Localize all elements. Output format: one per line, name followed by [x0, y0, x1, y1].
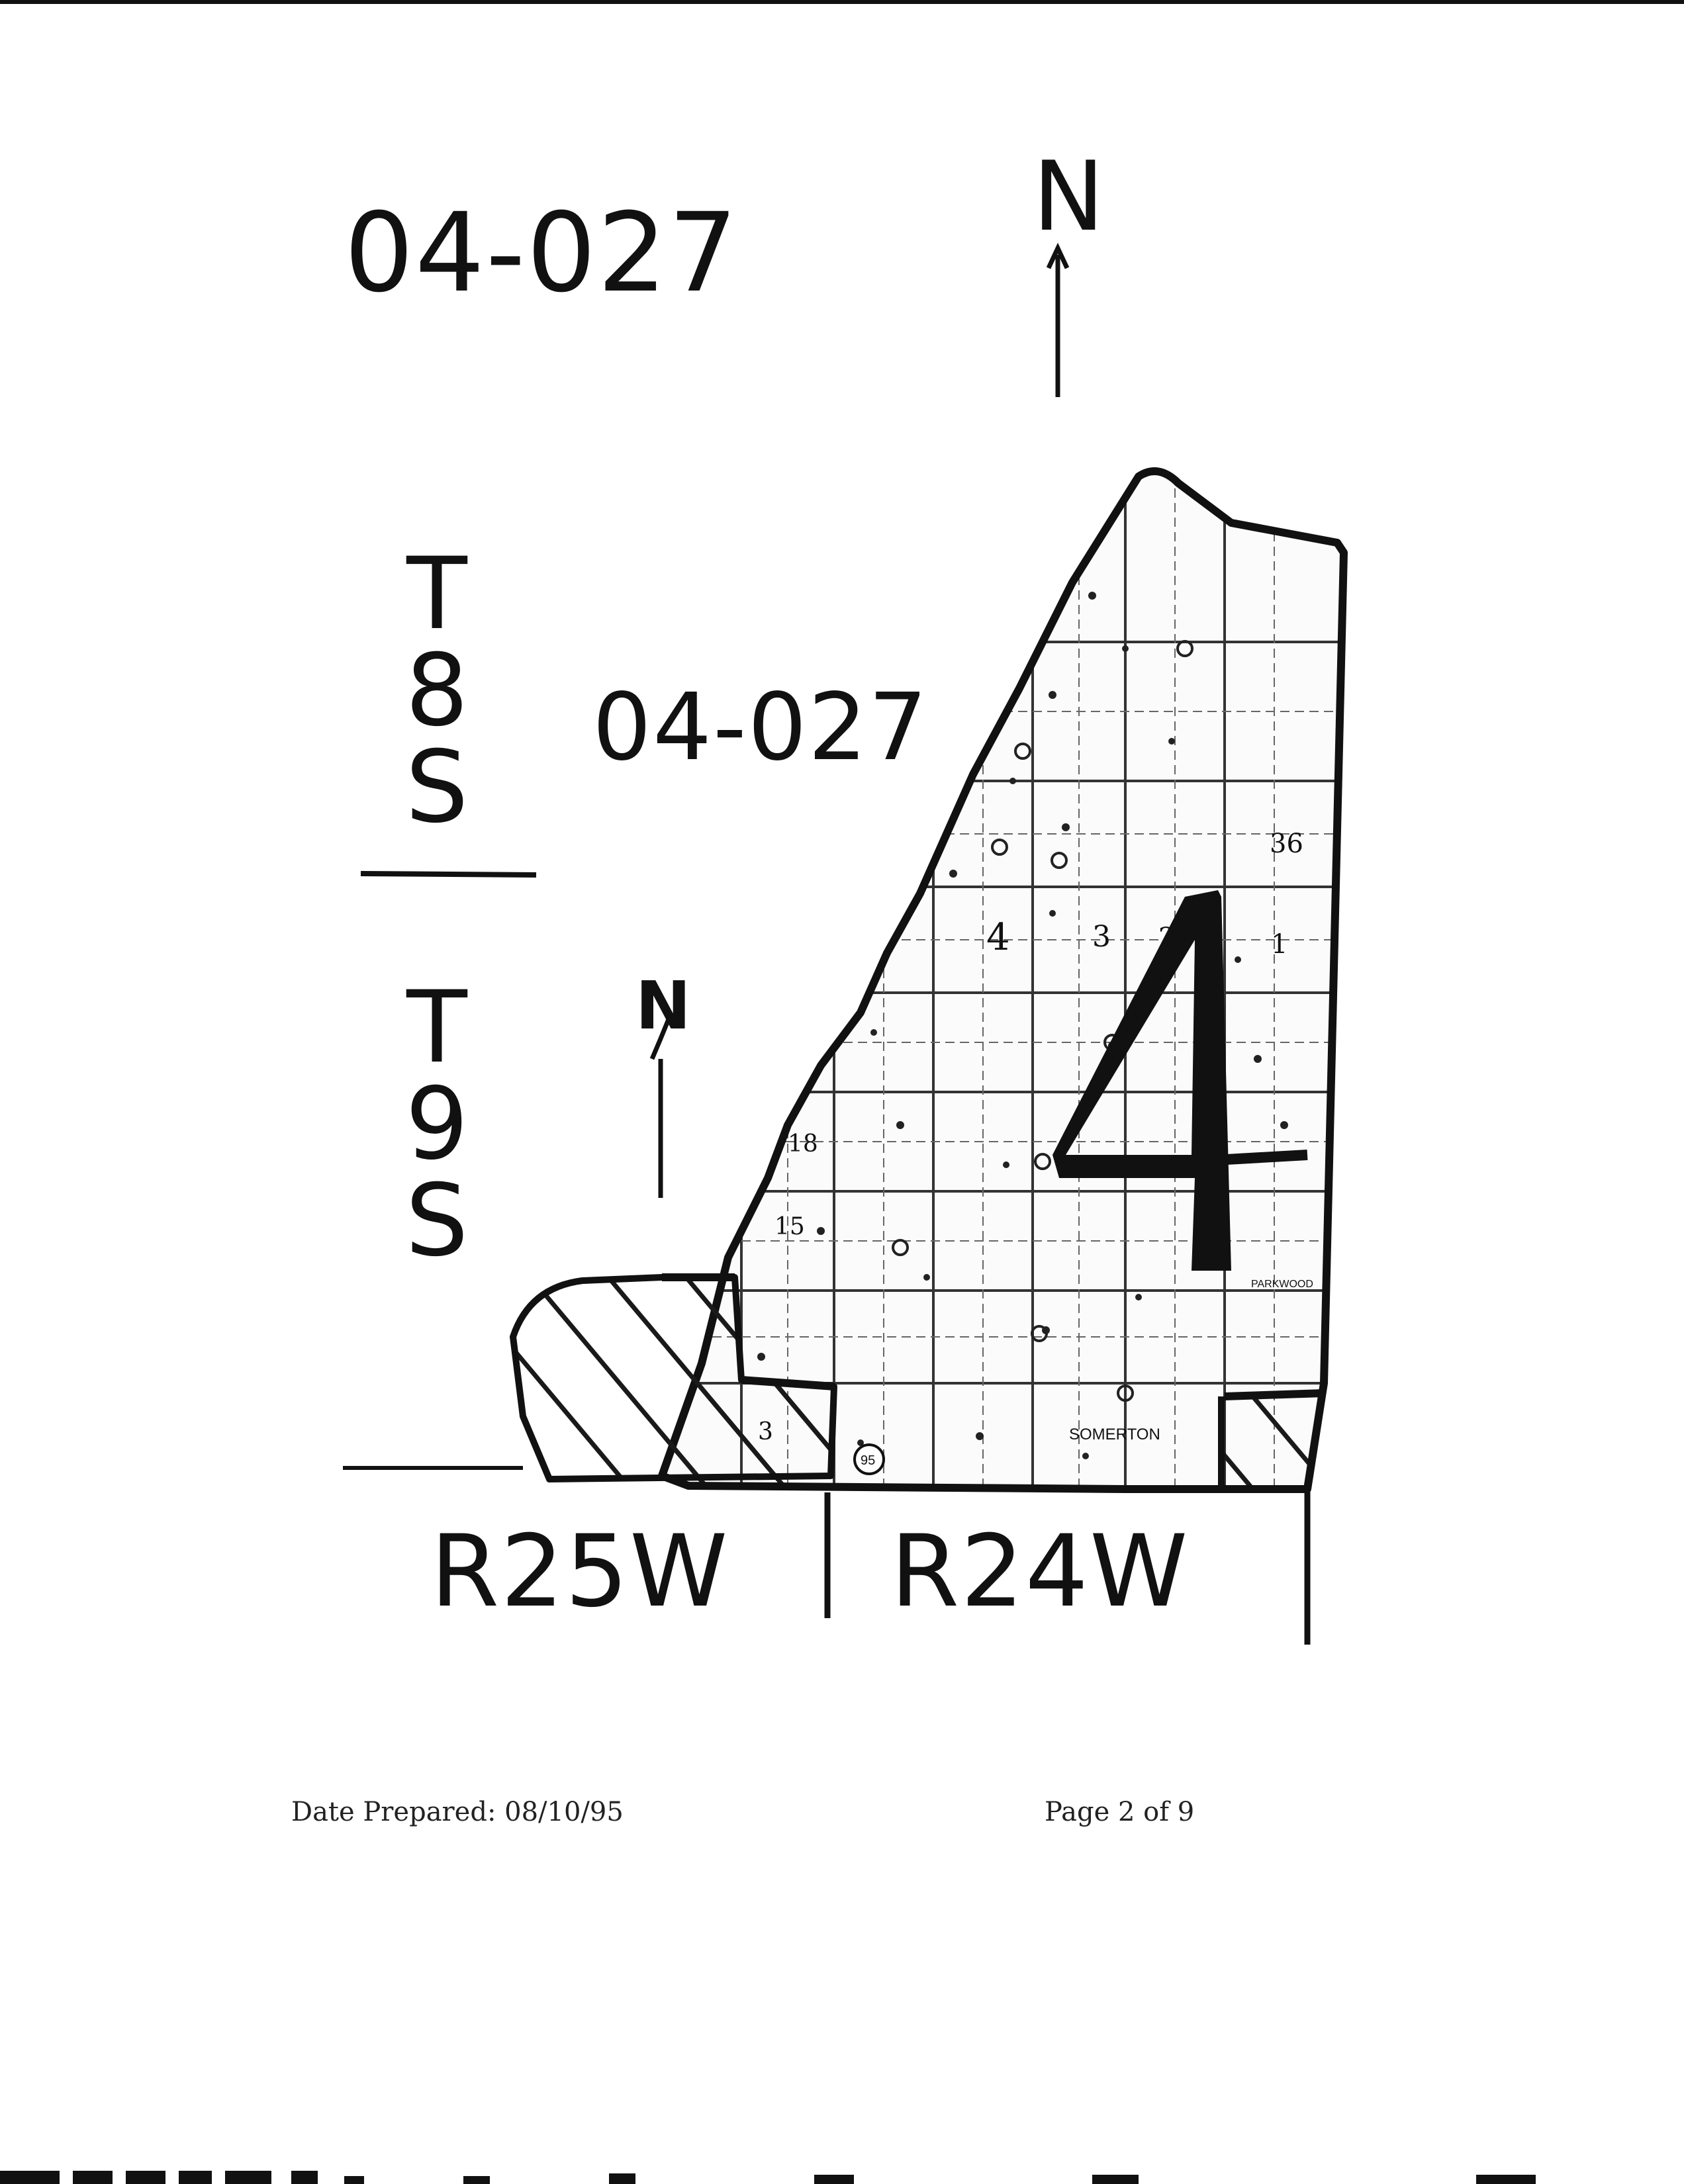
- place-parkwood: PARKWOOD: [1251, 1279, 1313, 1290]
- township-north-char: T: [406, 537, 467, 652]
- township-north-char: S: [405, 730, 469, 845]
- township-south-char: T: [406, 970, 467, 1085]
- map-area-code: 04-027: [592, 674, 929, 782]
- range-east-label: R24W: [890, 1514, 1190, 1629]
- township-south-label: T 9 S: [391, 970, 483, 1279]
- north-label-top: N: [1033, 141, 1106, 253]
- north-label-mid: N: [635, 967, 692, 1044]
- township-south-char: S: [405, 1163, 469, 1279]
- north-arrow-top: [1046, 242, 1070, 397]
- page-title-code: 04-027: [344, 189, 739, 316]
- top-border-rule: [0, 0, 1684, 4]
- page-number: Page 2 of 9: [1045, 1797, 1195, 1827]
- section-number-2: 2: [1158, 923, 1175, 953]
- section-number-1: 1: [1271, 929, 1287, 960]
- township-south-char: 9: [405, 1067, 469, 1182]
- township-north-char: 8: [405, 633, 469, 749]
- svg-text:95: 95: [861, 1453, 875, 1468]
- section-number-15: 15: [774, 1213, 805, 1240]
- range-west-label: R25W: [430, 1514, 729, 1629]
- section-number-3b: 3: [758, 1418, 773, 1445]
- place-somerton: SOMERTON: [1069, 1426, 1160, 1443]
- section-number-36: 36: [1270, 829, 1303, 859]
- township-divider: [360, 871, 537, 878]
- route-shield-icon: 95: [853, 1443, 885, 1475]
- section-number-18: 18: [788, 1130, 818, 1158]
- date-prepared: Date Prepared: 08/10/95: [291, 1797, 624, 1827]
- section-number-4: 4: [986, 916, 1010, 959]
- section-number-3: 3: [1092, 920, 1111, 954]
- township-north-label: T 8 S: [391, 537, 483, 845]
- north-arrow-mid: [649, 1018, 671, 1198]
